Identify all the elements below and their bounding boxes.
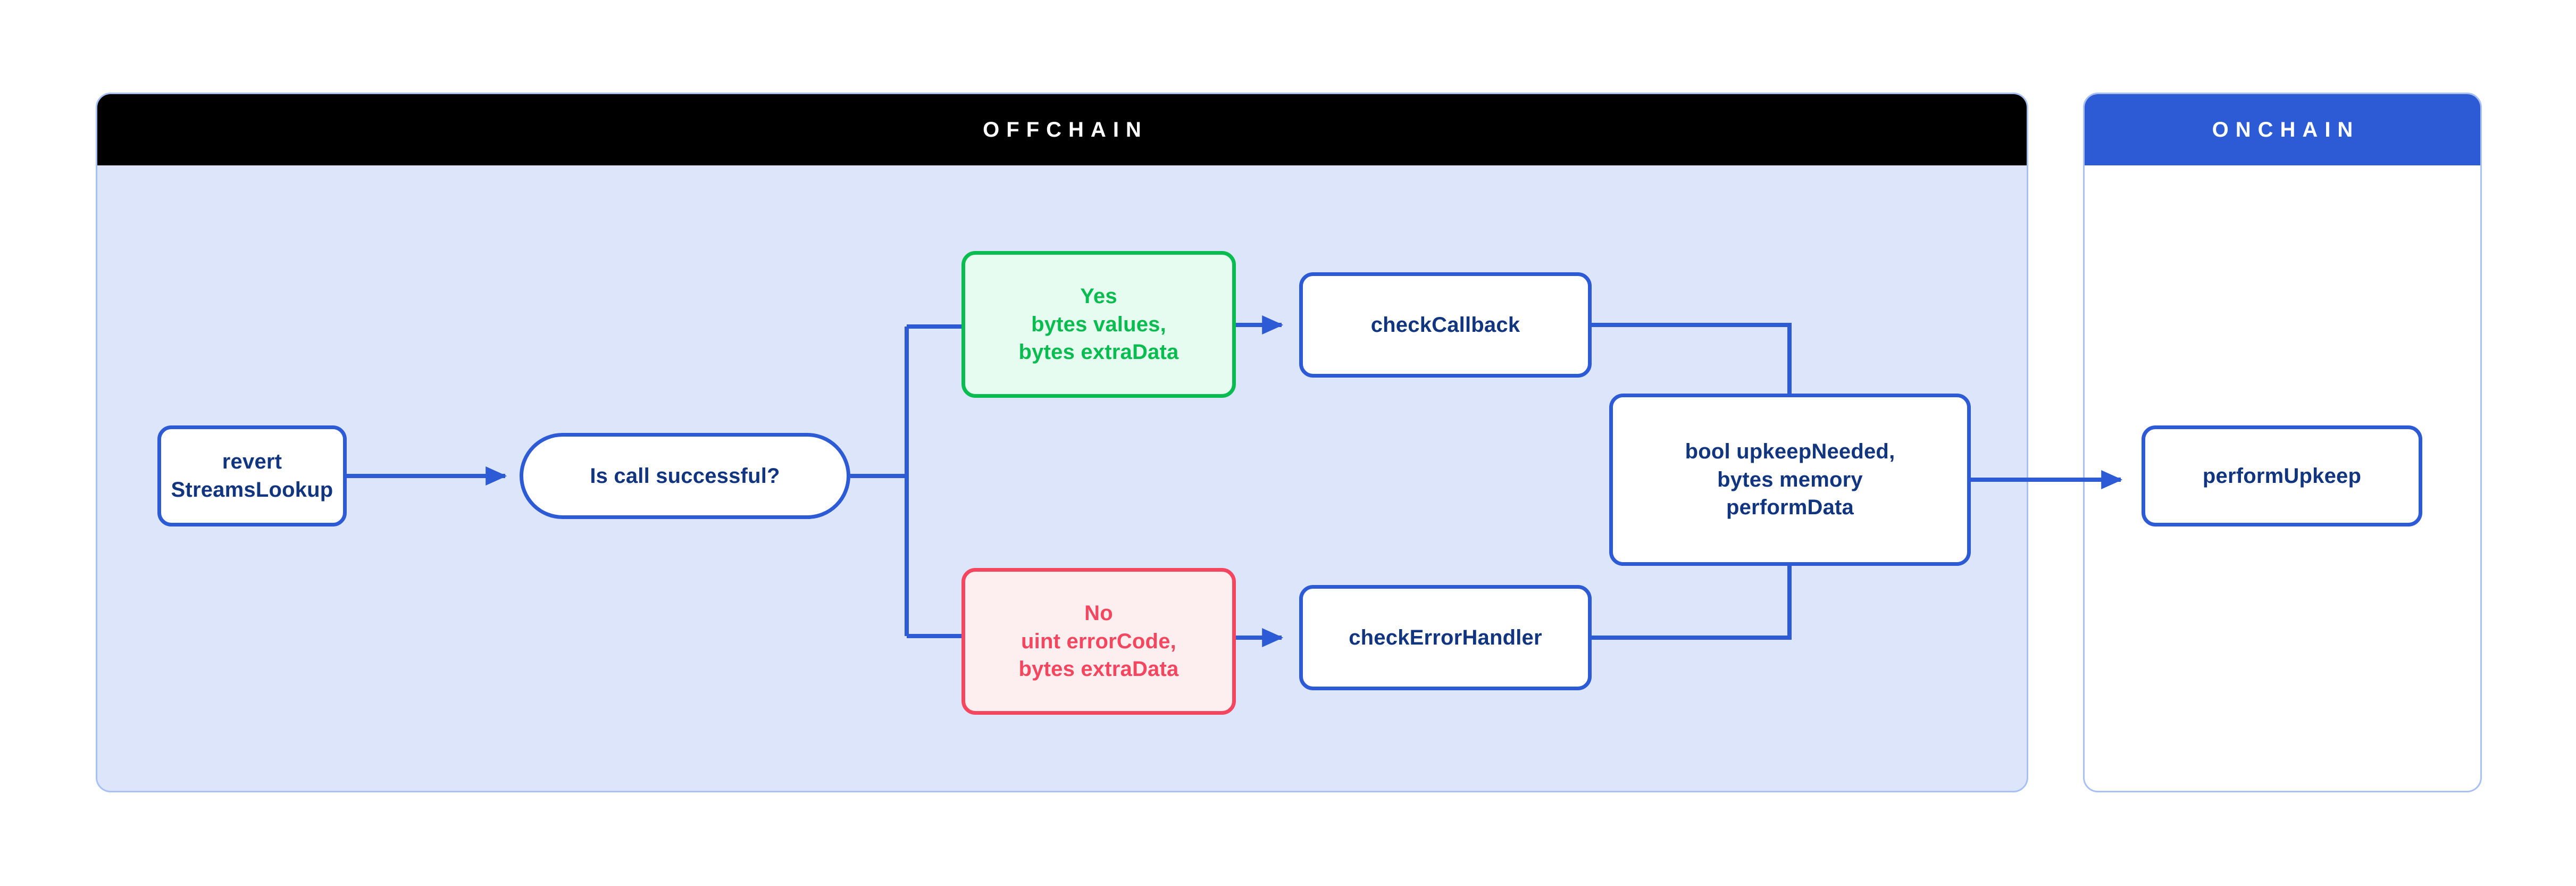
node-line: No (1084, 601, 1113, 625)
node-is-call-successful-label: Is call successful? (590, 464, 780, 488)
node-line: bytes memory (1717, 467, 1863, 491)
node-line: bytes extraData (1018, 657, 1179, 681)
node-line: revert (222, 450, 282, 474)
node-no-branch[interactable]: No uint errorCode, bytes extraData (961, 568, 1236, 715)
node-revert-streamslookup[interactable]: revert StreamsLookup (157, 425, 347, 526)
node-yes-branch-label: Yes bytes values, bytes extraData (1019, 282, 1179, 366)
node-line: StreamsLookup (171, 478, 333, 501)
node-checkerrorhandler-label: checkErrorHandler (1349, 625, 1542, 649)
node-performupkeep[interactable]: performUpkeep (2142, 425, 2422, 526)
node-performupkeep-label: performUpkeep (2202, 464, 2362, 488)
node-line: uint errorCode, (1021, 629, 1176, 653)
node-is-call-successful[interactable]: Is call successful? (520, 433, 850, 519)
node-line: Yes (1080, 284, 1117, 308)
onchain-panel-header: ONCHAIN (2085, 94, 2480, 165)
node-no-branch-label: No uint errorCode, bytes extraData (1019, 599, 1179, 683)
node-line: bytes extraData (1018, 340, 1179, 364)
offchain-panel-header: OFFCHAIN (97, 94, 2027, 165)
node-upkeepneeded-performdata-label: bool upkeepNeeded, bytes memory performD… (1685, 438, 1895, 522)
node-line: performData (1726, 496, 1854, 520)
node-checkcallback-label: checkCallback (1370, 313, 1520, 337)
node-line: bytes values, (1031, 312, 1166, 336)
node-line: bool upkeepNeeded, (1685, 439, 1895, 463)
node-checkcallback[interactable]: checkCallback (1299, 272, 1592, 378)
node-upkeepneeded-performdata[interactable]: bool upkeepNeeded, bytes memory performD… (1609, 394, 1971, 566)
node-yes-branch[interactable]: Yes bytes values, bytes extraData (961, 251, 1236, 398)
node-checkerrorhandler[interactable]: checkErrorHandler (1299, 585, 1592, 690)
node-revert-streamslookup-label: revert StreamsLookup (171, 448, 333, 504)
